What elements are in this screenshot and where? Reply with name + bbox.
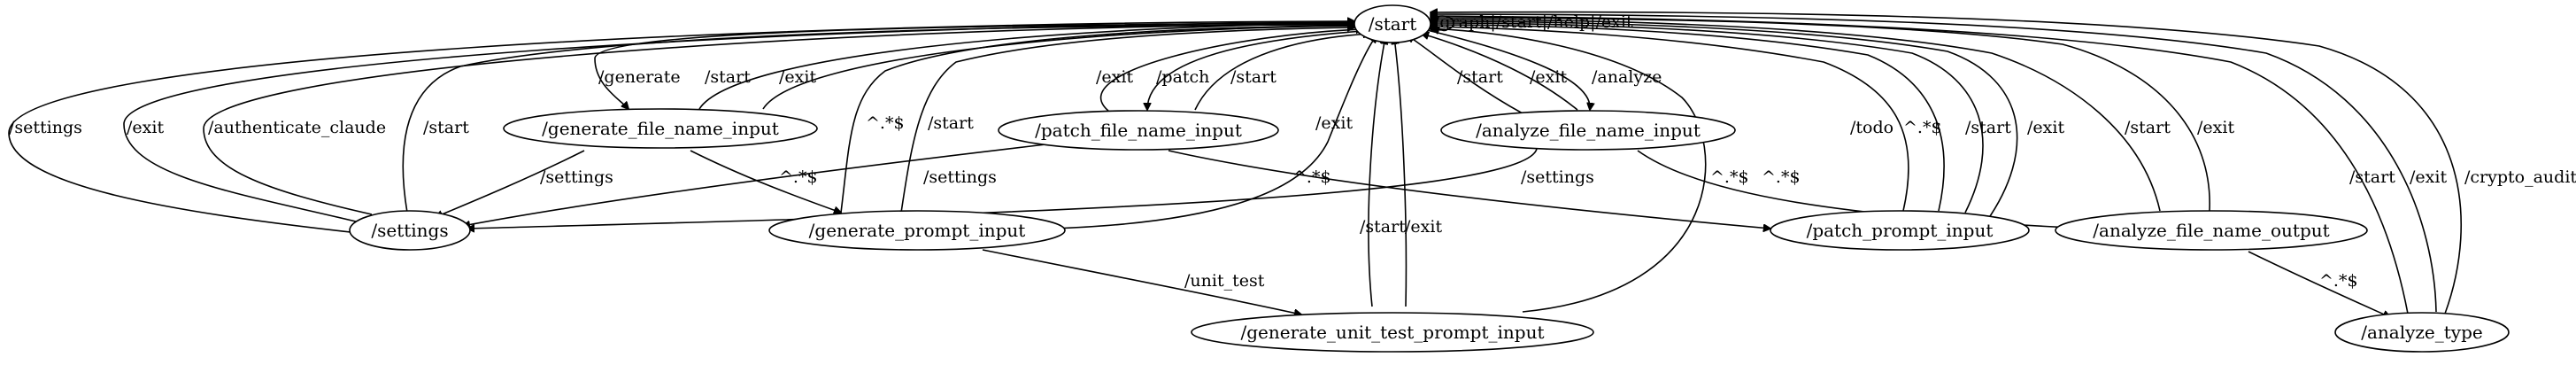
edge-label: /exit <box>2410 167 2447 187</box>
edge-patch-to-start-exit: /exit <box>1096 29 1363 112</box>
edge-output-to-start-exit: /exit <box>1431 18 2234 212</box>
edge-label: /exit <box>1096 67 1133 87</box>
node-label: /settings <box>371 220 448 241</box>
edge-generate-to-settings: /settings <box>436 150 613 217</box>
node-patch-prompt-input[interactable]: /patch_prompt_input <box>1770 210 2030 251</box>
edge-label: /analyze <box>1592 67 1662 87</box>
edge-label: ^.*$ <box>1710 167 1749 187</box>
edge-label: /start <box>1360 217 1406 237</box>
edge-patchprompt-to-start-re: ^.*$ <box>1431 25 1945 212</box>
edge-label: ^.*$ <box>866 113 905 133</box>
edge-label: /todo <box>1850 118 1893 137</box>
edge-patch-to-settings: /settings <box>463 143 1054 226</box>
node-patch-file-name-input[interactable]: /patch_file_name_input <box>998 110 1279 151</box>
edge-label: /crypto_audit <box>2464 167 2576 187</box>
edge-start-to-analyze: /analyze <box>1426 29 1662 110</box>
edge-genprompt-to-start-exit: /exit <box>1051 35 1377 229</box>
edge-analyze-to-start-start: /start <box>1408 35 1523 114</box>
edge-unit-to-start-exit: /exit <box>1394 37 1442 307</box>
edge-analyze-to-settings: /settings <box>467 148 1594 229</box>
edge-label: /unit_test <box>1184 271 1265 291</box>
edge-label: /exit <box>127 118 164 137</box>
nodes: /start /generate_file_name_input /patch_… <box>349 4 2510 353</box>
edge-label: /exit <box>1405 217 1442 237</box>
edge-start-to-generate: /generate <box>594 22 1355 109</box>
edge-analyze-to-start-exit: /exit <box>1422 34 1578 111</box>
edge-generate-to-genprompt: ^.*$ <box>690 150 841 213</box>
edge-patch-to-patchprompt: ^.*$ <box>1168 150 1770 229</box>
edge-label: /start <box>1230 67 1276 87</box>
node-start[interactable]: /start <box>1354 4 1431 43</box>
node-generate-file-name-input[interactable]: /generate_file_name_input <box>503 108 818 149</box>
edge-label: /authenticate_claude <box>208 118 386 137</box>
edge-label: ^.*$ <box>1762 167 1801 187</box>
edge-genprompt-to-unit: /unit_test <box>982 249 1301 315</box>
edges: /graph|/start|/help|/exit /generate /sta… <box>8 12 2576 317</box>
edge-label: /settings <box>540 167 613 187</box>
edge-label: /generate <box>598 67 681 87</box>
edge-label: /patch <box>1156 67 1209 87</box>
edge-label: /exit <box>1315 113 1353 133</box>
edge-type-to-start-exit: /exit <box>1431 14 2447 313</box>
edge-type-to-start-audit: /crypto_audit <box>1431 12 2576 315</box>
node-label: /patch_file_name_input <box>1035 120 1242 141</box>
edge-label: /exit <box>2027 118 2064 137</box>
edge-label: /start <box>705 67 751 87</box>
edge-label: ^.*$ <box>2319 271 2358 291</box>
edge-label: /start <box>423 118 469 137</box>
edge-label: /start <box>1965 118 2011 137</box>
edge-unit-to-start-start: /start <box>1360 37 1406 307</box>
node-label: /patch_prompt_input <box>1807 220 1994 241</box>
node-label: /generate_unit_test_prompt_input <box>1240 322 1544 343</box>
edge-label: /start <box>2125 118 2171 137</box>
edge-patchprompt-to-start-start: /start <box>1431 23 2011 214</box>
edge-label: /start <box>928 113 974 133</box>
node-generate-unit-test-prompt-input[interactable]: /generate_unit_test_prompt_input <box>1191 312 1594 353</box>
edge-patchprompt-to-start-todo: /todo <box>1431 27 1909 212</box>
edge-output-to-type: ^.*$ <box>2248 251 2390 317</box>
edge-label: ^.*$ <box>779 167 818 187</box>
node-label: /analyze_file_name_input <box>1476 120 1701 141</box>
edge-label: /start <box>2349 167 2395 187</box>
node-label: /generate_prompt_input <box>809 220 1026 241</box>
edge-settings-to-start-auth: /authenticate_claude <box>203 24 1354 215</box>
edge-settings-to-start-settings: /settings <box>8 21 1354 233</box>
edge-unit-to-start-re: ^.*$ <box>1429 28 1801 313</box>
node-label: /generate_file_name_input <box>542 118 779 139</box>
edge-label: /start <box>1457 67 1503 87</box>
edge-label: /settings <box>1521 167 1594 187</box>
node-label: /analyze_type <box>2361 322 2483 343</box>
edge-label: /settings <box>923 167 997 187</box>
edge-label: ^.*$ <box>1903 118 1942 137</box>
node-analyze-file-name-input[interactable]: /analyze_file_name_input <box>1440 110 1736 151</box>
edge-output-to-start-start: /start <box>1431 19 2171 212</box>
edge-label: /settings <box>9 118 82 137</box>
edge-label: ^.*$ <box>1292 167 1331 187</box>
edge-start-to-patch: /patch <box>1147 30 1364 110</box>
node-label: /analyze_file_name_output <box>2093 220 2329 241</box>
node-label: /start <box>1369 13 1417 35</box>
edge-generate-to-start-start: /start <box>698 23 1354 110</box>
edge-patchprompt-to-start-exit: /exit <box>1431 21 2064 222</box>
node-analyze-type[interactable]: /analyze_type <box>2334 312 2510 353</box>
edge-genprompt-to-start-start: /start <box>900 27 1354 214</box>
edge-genprompt-to-start-re: ^.*$ <box>840 26 1354 214</box>
edge-label: /exit <box>779 67 816 87</box>
edge-type-to-start-start: /start <box>1431 16 2409 315</box>
edge-patch-to-start-start: /start <box>1194 34 1370 111</box>
node-settings[interactable]: /settings <box>349 210 471 251</box>
edge-label: /exit <box>1530 67 1567 87</box>
edge-settings-to-start-start: /start <box>402 25 1354 214</box>
node-generate-prompt-input[interactable]: /generate_prompt_input <box>768 210 1066 251</box>
edge-label: /exit <box>2197 118 2234 137</box>
node-analyze-file-name-output[interactable]: /analyze_file_name_output <box>2055 210 2368 251</box>
